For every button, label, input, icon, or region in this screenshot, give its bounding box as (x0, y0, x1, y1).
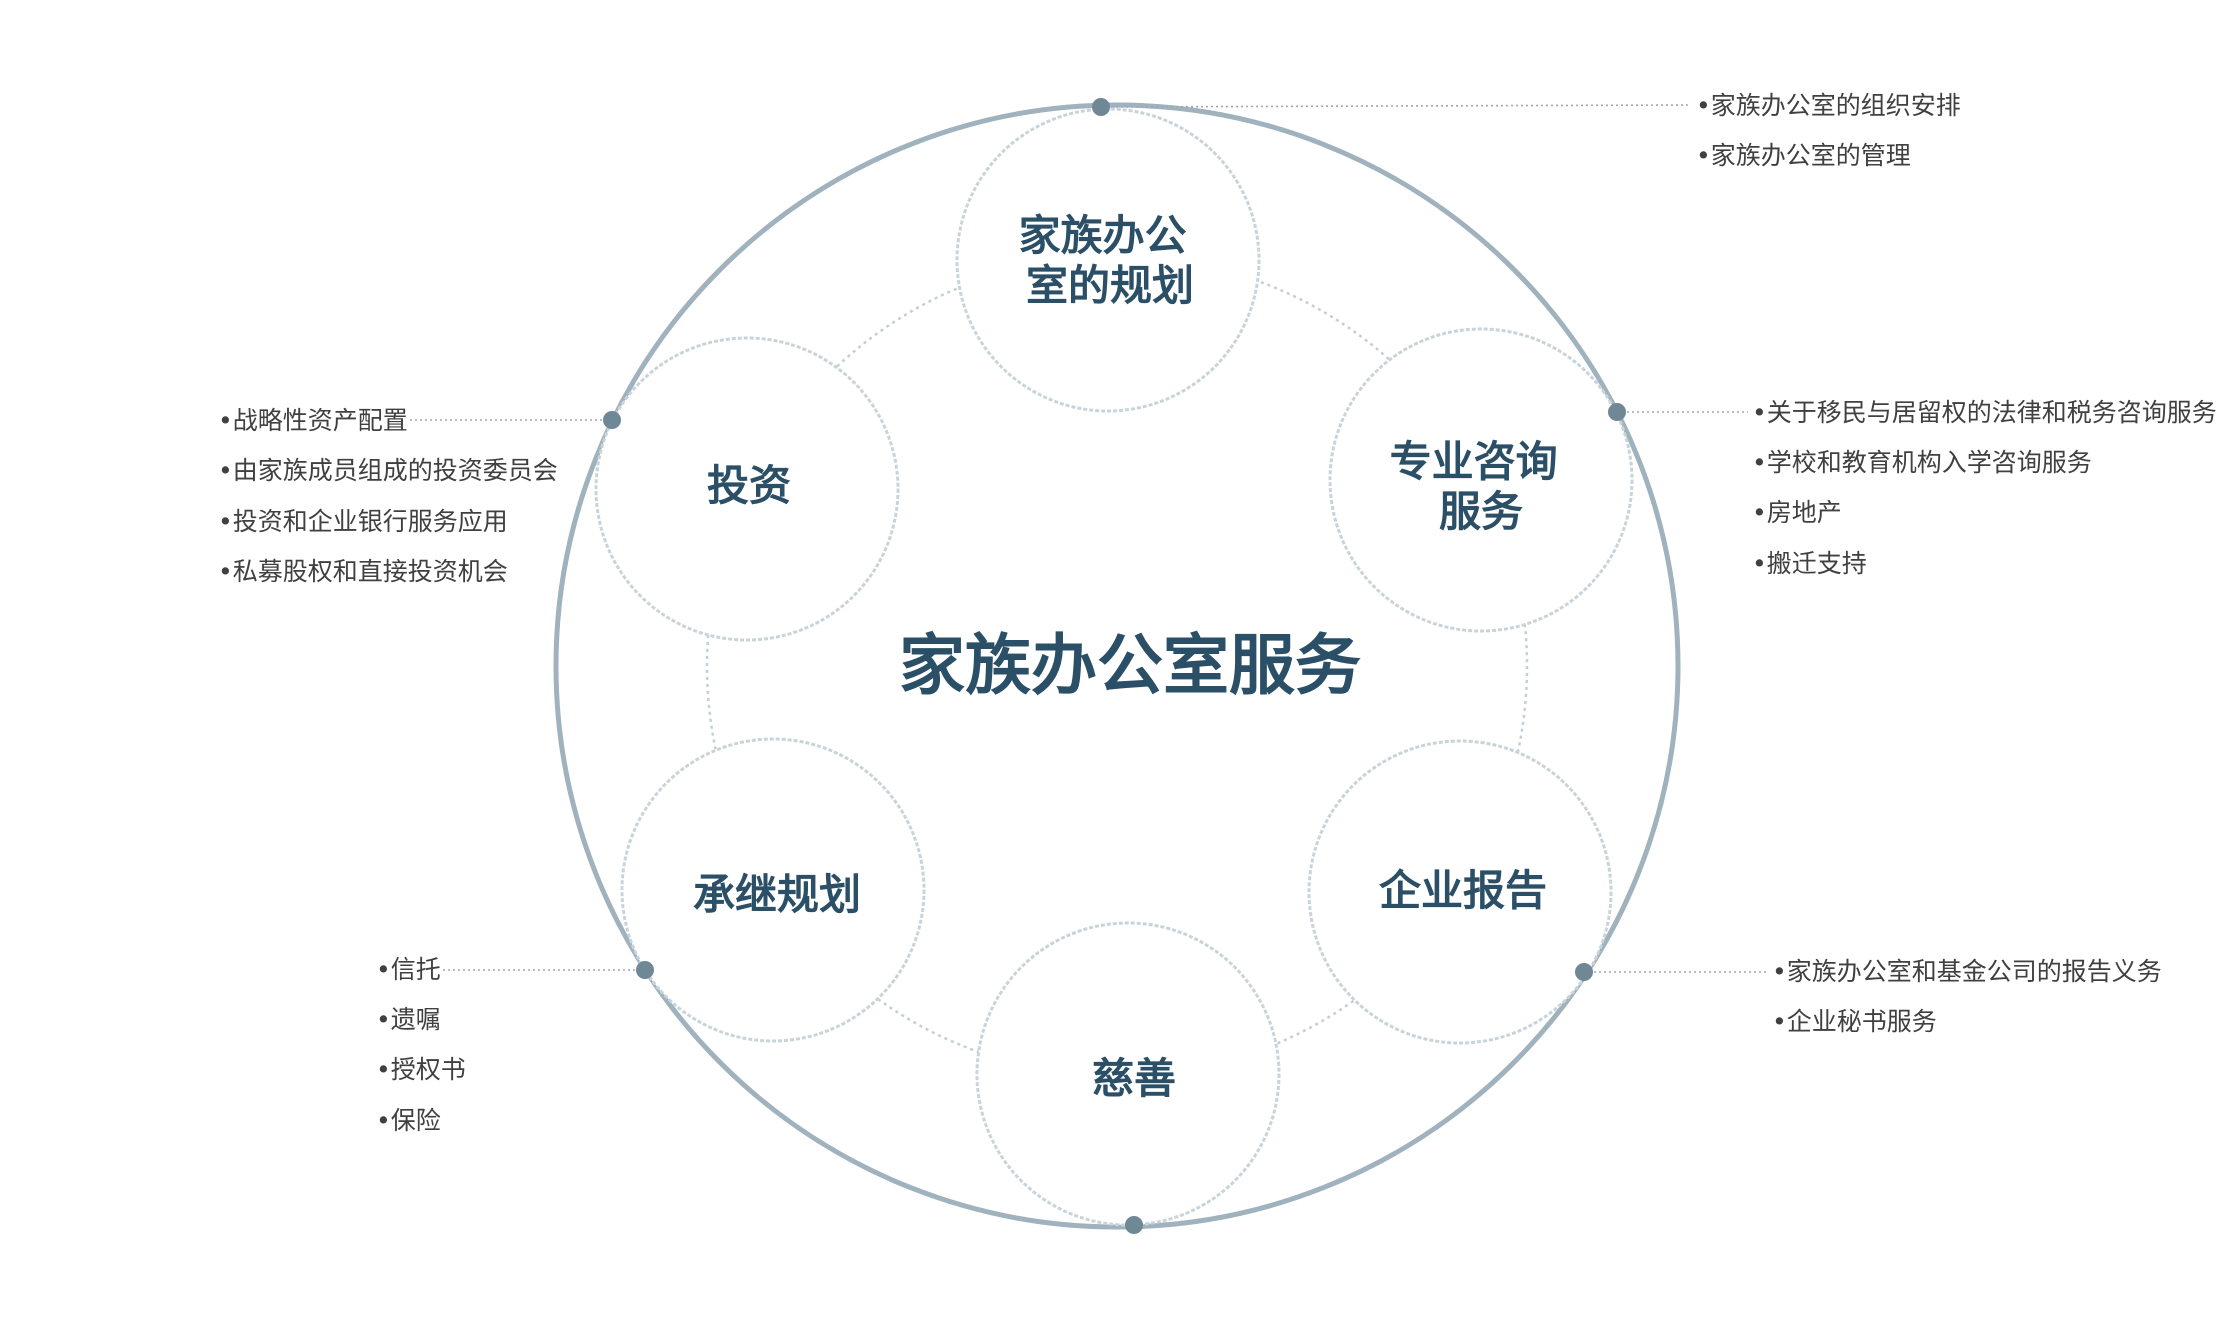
inner-ring (705, 254, 1529, 1078)
note-planning-2: •家族办公室的管理 (1696, 141, 1911, 170)
note-advisory-1: •关于移民与居留权的法律和税务咨询服务 (1752, 398, 2217, 427)
node-circle-reporting (1307, 739, 1613, 1045)
anchor-dot-reporting (1575, 963, 1593, 981)
leader-planning (1100, 104, 1689, 108)
note-reporting-1: •家族办公室和基金公司的报告义务 (1772, 957, 2162, 986)
note-planning-1: •家族办公室的组织安排 (1696, 91, 1961, 120)
anchor-dot-planning (1092, 98, 1110, 116)
note-advisory-4: •搬迁支持 (1752, 549, 1867, 578)
note-investment-4: •私募股权和直接投资机会 (218, 557, 508, 586)
note-succession-2: •遗嘱 (376, 1005, 441, 1034)
outer-ring (553, 102, 1681, 1230)
node-circle-investment (594, 336, 900, 642)
node-circle-advisory (1328, 327, 1634, 633)
note-succession-3: •授权书 (376, 1055, 466, 1084)
anchor-dot-investment (603, 411, 621, 429)
anchor-dot-succession (636, 961, 654, 979)
node-label-reporting: 企业报告 (1379, 866, 1547, 915)
node-label-advisory: 专业咨询 服务 (1390, 437, 1573, 536)
anchor-dot-advisory (1608, 403, 1626, 421)
note-succession-1: •信托 (376, 955, 441, 984)
note-reporting-2: •企业秘书服务 (1772, 1007, 1937, 1036)
node-circle-succession (620, 737, 926, 1043)
node-circle-planning (955, 107, 1261, 413)
node-label-planning: 家族办公 室的规划 (1019, 211, 1202, 310)
center-title: 家族办公室服务 (899, 627, 1361, 704)
anchor-dot-charity (1125, 1216, 1143, 1234)
note-investment-3: •投资和企业银行服务应用 (218, 507, 508, 536)
node-label-investment: 投资 (707, 461, 791, 510)
note-investment-1: •战略性资产配置 (218, 406, 408, 435)
note-advisory-2: •学校和教育机构入学咨询服务 (1752, 448, 2092, 477)
note-investment-2: •由家族成员组成的投资委员会 (218, 456, 558, 485)
node-label-charity: 慈善 (1092, 1054, 1176, 1103)
node-label-succession: 承继规划 (693, 870, 861, 919)
note-advisory-3: •房地产 (1752, 498, 1842, 527)
note-succession-4: •保险 (376, 1106, 441, 1135)
